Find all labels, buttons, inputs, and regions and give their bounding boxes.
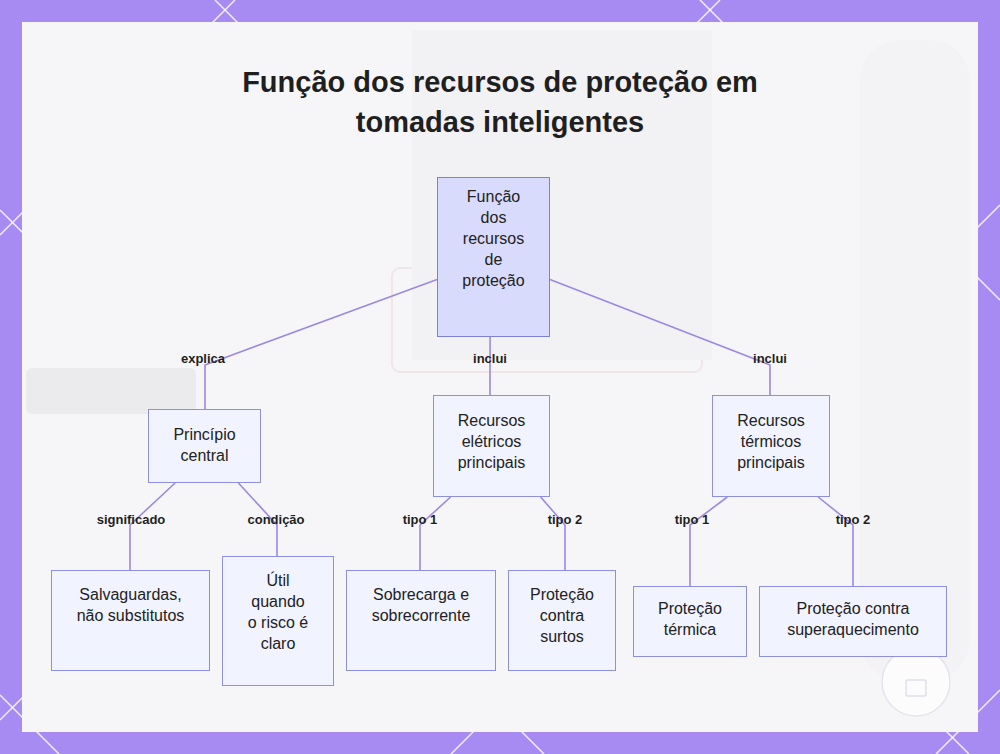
faded-illustration [26,30,970,680]
node-label: Salvaguardas, não substitutos [77,584,185,626]
node-label: Sobrecarga e sobrecorrente [359,584,484,626]
concept-box: Recursos elétricos principais [433,395,550,497]
concept-box: Princípio central [148,409,261,483]
root-box: Função dos recursos de proteção [437,177,550,337]
connector-line [541,497,565,570]
concept-box: Útil quando o risco é claro [222,556,334,686]
edge-label: inclui [753,351,787,366]
edge-label: tipo 2 [548,512,583,527]
node-label: Proteção térmica [640,598,740,640]
edge-label: inclui [473,351,507,366]
faded-shape [860,40,970,680]
node-label: Proteção contra superaquecimento [771,598,936,640]
edge-label: tipo 1 [675,512,710,527]
concept-box: Salvaguardas, não substitutos [51,570,210,671]
edge-label: tipo 1 [403,512,438,527]
faded-shape [26,368,196,414]
concept-box: Sobrecarga e sobrecorrente [346,570,496,671]
node-label: Recursos elétricos principais [447,410,537,473]
node-label: Recursos térmicos principais [726,410,816,473]
concept-box: Proteção térmica [633,586,747,657]
connector-line [550,279,770,395]
concept-box: Proteção contra surtos [508,570,616,671]
edge-label: tipo 2 [836,512,871,527]
connector-line [690,497,727,586]
faded-lock-icon [906,680,926,696]
diagram-title: Função dos recursos de proteção em tomad… [200,62,800,142]
node-label: Útil quando o risco é claro [245,570,311,654]
node-label: Princípio central [160,424,250,466]
content-panel [22,22,978,732]
node-label: Função dos recursos de proteção [458,186,530,291]
node-label: Proteção contra surtos [526,584,598,647]
edge-label: explica [181,351,225,366]
connector-line [818,497,853,586]
concept-box: Proteção contra superaquecimento [759,586,947,657]
connector-line [489,337,491,395]
edge-label: significado [97,512,166,527]
concept-box: Recursos térmicos principais [712,395,830,497]
connector-line [205,279,437,409]
faded-badge [882,648,950,716]
edge-label: condição [247,512,304,527]
connector-line [130,483,175,570]
connector-line [420,497,451,570]
